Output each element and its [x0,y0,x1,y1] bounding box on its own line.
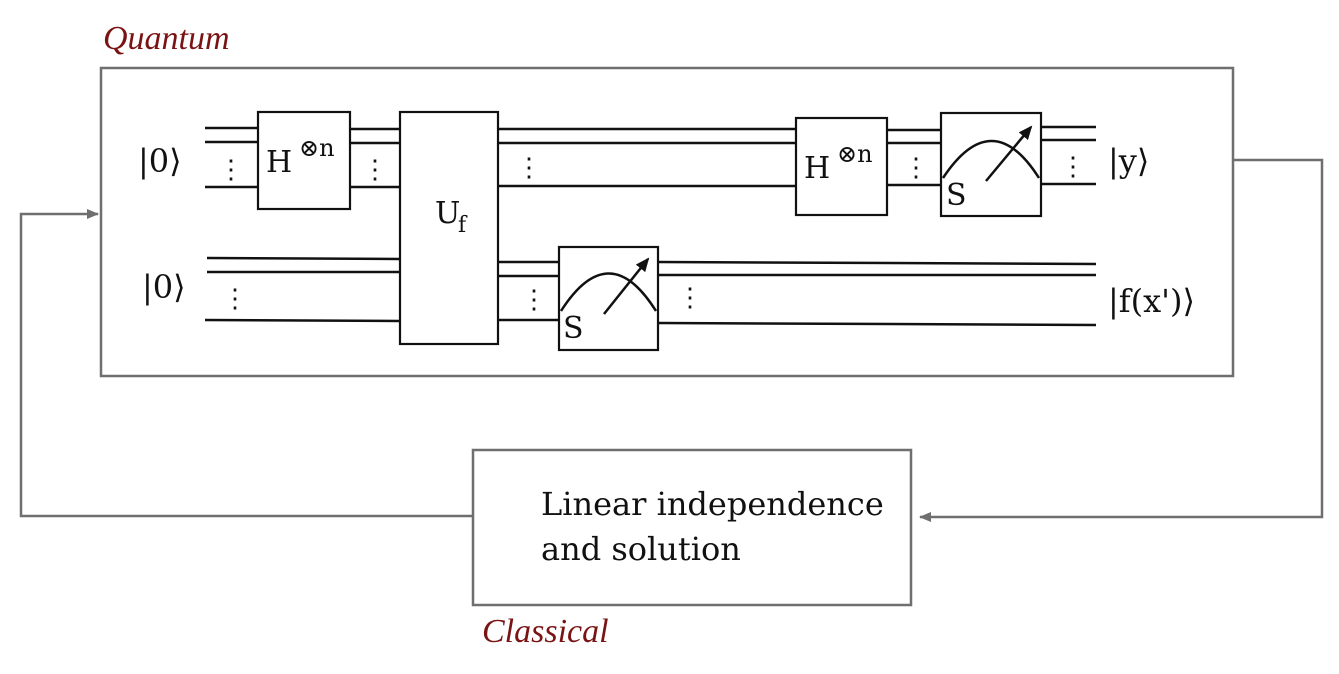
ellipsis-measure-bottom-out: ⋮ [677,283,703,313]
ellipsis-h2-out: ⋮ [903,153,929,183]
classical-text-line1: Linear independence [541,485,884,523]
meter-needle-icon [985,125,1033,182]
input-ket-bottom: |0⟩ [142,268,186,306]
output-ket-f: |f(x')⟩ [1108,282,1195,320]
svg-text:U: U [435,196,460,231]
ellipsis-uf-out-bottom: ⋮ [521,285,547,315]
feedback-loop [19,158,1324,522]
ellipsis-input-top: ⋮ [218,155,244,185]
classical-text-line2: and solution [541,530,741,568]
classical-label: Classical [482,613,609,650]
wires [204,125,1097,327]
classical-box [471,448,913,607]
wire-ellipses: ⋮ ⋮ ⋮ ⋮ ⋮ ⋮ ⋮ ⋮ [218,152,1086,315]
svg-text:S: S [563,311,584,346]
svg-text:⊗n: ⊗n [299,134,335,162]
ellipsis-measure-top-out: ⋮ [1060,152,1086,182]
quantum-frame [99,66,1235,378]
ellipsis-uf-out-top: ⋮ [516,153,542,183]
output-to-classical-arrow [919,158,1324,522]
hadamard-gate-2: H ⊗n [794,116,889,217]
classical-to-quantum-arrow [19,209,473,518]
ellipsis-input-bottom: ⋮ [222,284,248,314]
svg-text:H: H [266,145,292,180]
svg-text:H: H [804,151,830,186]
measurement-top-meter: S [939,111,1043,218]
oracle-uf-gate: U f [398,110,500,346]
hadamard-gate-1: H ⊗n [256,110,352,211]
output-ket-y: |y⟩ [1108,142,1149,180]
meter-needle-icon [603,257,650,315]
input-ket-top: |0⟩ [138,142,182,180]
svg-text:⊗n: ⊗n [837,140,873,168]
measurement-bottom-meter: S [557,245,660,352]
ellipsis-h1-out: ⋮ [362,155,388,185]
svg-text:S: S [946,178,967,213]
svg-text:f: f [458,213,468,238]
quantum-label: Quantum [103,20,230,57]
